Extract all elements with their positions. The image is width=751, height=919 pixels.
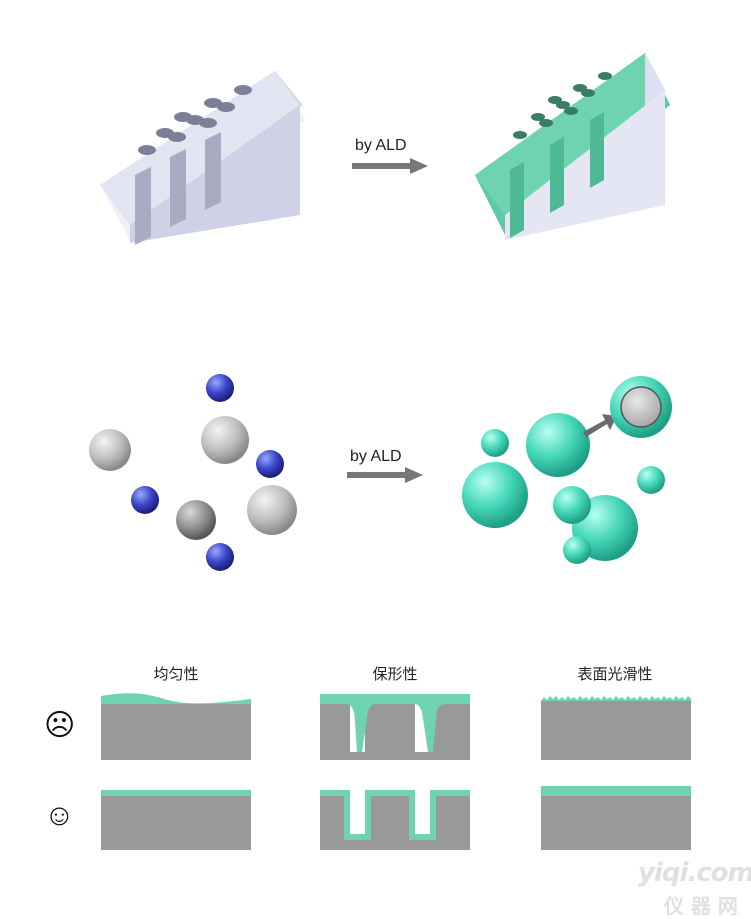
sad-face-icon: ☹ — [44, 709, 76, 742]
smile-face-icon: ☺ — [44, 799, 75, 832]
smoothness-good-sample — [541, 786, 691, 850]
watermark-brand: 仪 器 网 — [664, 894, 738, 918]
process-arrow — [347, 467, 423, 483]
process-arrow — [352, 158, 428, 174]
particles-coated — [462, 376, 672, 564]
conformality-bad-sample — [320, 694, 470, 760]
particles-uncoated — [89, 374, 297, 571]
arrow-label: by ALD — [350, 448, 402, 465]
uniformity-good-sample — [101, 790, 251, 850]
column-title-uniformity: 均匀性 — [153, 666, 199, 683]
watermark-site: yiqi.com — [638, 858, 751, 888]
conformality-good-sample — [320, 790, 470, 850]
uniformity-bad-sample — [101, 693, 251, 760]
column-title-smoothness: 表面光滑性 — [577, 666, 653, 683]
porous-block-coated — [475, 53, 670, 240]
column-title-conformality: 保形性 — [372, 666, 418, 683]
arrow-label: by ALD — [355, 137, 407, 154]
porous-block-uncoated — [100, 71, 305, 245]
smoothness-bad-sample — [541, 696, 691, 760]
